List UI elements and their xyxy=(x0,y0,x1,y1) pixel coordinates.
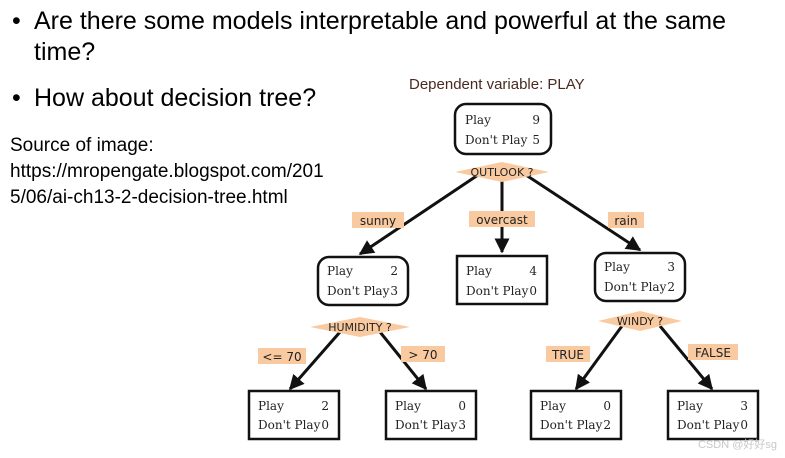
svg-text:3: 3 xyxy=(458,418,466,432)
svg-text:9: 9 xyxy=(532,113,540,127)
svg-text:3: 3 xyxy=(667,260,675,274)
source-heading: Source of image: xyxy=(10,135,154,156)
svg-text:Don't Play: Don't Play xyxy=(677,418,740,432)
edge-label-overcast: overcast xyxy=(469,211,535,227)
svg-text:WINDY ?: WINDY ? xyxy=(617,315,663,328)
source-url-line-1: https://mropengate.blogspot.com/201 xyxy=(10,161,324,182)
edge-label-le70: <= 70 xyxy=(258,348,306,364)
svg-text:Play: Play xyxy=(466,264,492,278)
svg-text:Don't Play: Don't Play xyxy=(540,418,603,432)
bullet-text: Are there some models interpretable and … xyxy=(34,7,727,66)
edge-le70 xyxy=(288,331,342,391)
source-url-line-2: 5/06/ai-ch13-2-decision-tree.html xyxy=(10,187,288,208)
edge-true xyxy=(574,325,624,391)
svg-text:2: 2 xyxy=(667,280,675,294)
node-overcast: Play 4 Don't Play 0 xyxy=(455,254,549,306)
bullet-dot: • xyxy=(12,84,21,112)
svg-text:Play: Play xyxy=(327,264,353,278)
bullet-list: • Are there some models interpretable an… xyxy=(10,6,730,114)
watermark: CSDN @好好sg xyxy=(697,439,777,451)
split-windy: WINDY ? xyxy=(598,311,682,331)
svg-text:5: 5 xyxy=(532,133,540,147)
svg-text:3: 3 xyxy=(740,399,748,413)
svg-text:TRUE: TRUE xyxy=(551,348,584,362)
edge-rain xyxy=(525,173,642,252)
bullet-item: • Are there some models interpretable an… xyxy=(10,6,730,68)
svg-text:Play: Play xyxy=(540,399,566,413)
svg-text:> 70: > 70 xyxy=(408,348,437,362)
svg-text:Don't Play: Don't Play xyxy=(466,284,529,298)
svg-text:rain: rain xyxy=(614,214,637,228)
tree-edges xyxy=(288,173,714,391)
node-sunny: Play 2 Don't Play 3 xyxy=(316,255,410,307)
edge-sunny xyxy=(358,173,479,256)
svg-text:0: 0 xyxy=(603,399,611,413)
svg-text:<= 70: <= 70 xyxy=(262,350,301,364)
split-humidity: HUMIDITY ? xyxy=(310,317,410,337)
svg-text:2: 2 xyxy=(390,264,398,278)
node-root: Play 9 Don't Play 5 xyxy=(453,102,553,156)
node-humidity-le70: Play 2 Don't Play 0 xyxy=(247,389,341,441)
diagram-title: Dependent variable: PLAY xyxy=(409,76,585,93)
edge-false xyxy=(658,325,714,391)
bullet-dot: • xyxy=(12,7,21,35)
svg-text:overcast: overcast xyxy=(476,213,528,227)
svg-text:HUMIDITY ?: HUMIDITY ? xyxy=(328,321,392,334)
svg-text:0: 0 xyxy=(529,284,537,298)
svg-text:Play: Play xyxy=(465,113,491,127)
node-windy-true: Play 0 Don't Play 2 xyxy=(529,389,623,441)
node-humidity-gt70: Play 0 Don't Play 3 xyxy=(384,389,478,441)
edge-label-sunny: sunny xyxy=(352,212,404,228)
edge-label-rain: rain xyxy=(608,212,644,228)
svg-text:FALSE: FALSE xyxy=(695,346,731,360)
svg-text:2: 2 xyxy=(603,418,611,432)
edge-label-false: FALSE xyxy=(688,344,738,360)
edge-label-true: TRUE xyxy=(546,346,590,362)
node-windy-false: Play 3 Don't Play 0 xyxy=(666,389,760,441)
svg-text:4: 4 xyxy=(529,264,537,278)
bullet-item: • How about decision tree? xyxy=(10,83,730,114)
svg-text:Don't Play: Don't Play xyxy=(327,284,390,298)
image-source: Source of image: https://mropengate.blog… xyxy=(10,133,370,211)
svg-text:Don't Play: Don't Play xyxy=(395,418,458,432)
node-rain: Play 3 Don't Play 2 xyxy=(593,251,687,303)
svg-text:0: 0 xyxy=(458,399,466,413)
split-outlook: OUTLOOK ? xyxy=(455,162,549,182)
svg-text:OUTLOOK ?: OUTLOOK ? xyxy=(470,166,533,179)
svg-text:Don't Play: Don't Play xyxy=(465,133,528,147)
svg-text:Play: Play xyxy=(258,399,284,413)
svg-text:Don't Play: Don't Play xyxy=(604,280,667,294)
svg-text:Play: Play xyxy=(677,399,703,413)
svg-text:Don't Play: Don't Play xyxy=(258,418,321,432)
bullet-text: How about decision tree? xyxy=(34,84,317,112)
svg-text:Play: Play xyxy=(395,399,421,413)
svg-text:Play: Play xyxy=(604,260,630,274)
svg-text:0: 0 xyxy=(740,418,748,432)
svg-text:3: 3 xyxy=(390,284,398,298)
svg-text:2: 2 xyxy=(321,399,329,413)
edge-label-gt70: > 70 xyxy=(401,346,445,362)
svg-text:sunny: sunny xyxy=(360,214,396,228)
svg-text:0: 0 xyxy=(321,418,329,432)
